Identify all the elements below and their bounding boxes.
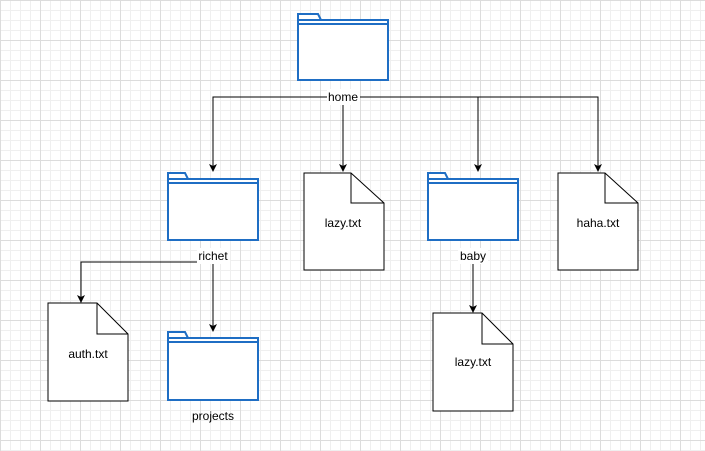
folder-icon: [427, 172, 519, 241]
edge-home-richet: [209, 96, 343, 172]
file-icon: [557, 172, 639, 271]
file-label-haha: haha.txt: [577, 216, 620, 230]
file-lazy-home[interactable]: lazy.txt: [303, 172, 385, 271]
folder-label-baby: baby: [460, 249, 486, 263]
file-auth[interactable]: auth.txt: [47, 302, 129, 402]
folder-label-projects: projects: [192, 409, 234, 423]
file-label-auth: auth.txt: [68, 347, 108, 361]
file-icon: [303, 172, 385, 271]
folder-projects[interactable]: projects: [167, 331, 259, 423]
edges-layer: [77, 96, 602, 332]
file-label-lazy-home: lazy.txt: [325, 216, 362, 230]
folder-label-richet: richet: [198, 249, 228, 263]
file-label-lazy-baby: lazy.txt: [455, 355, 492, 369]
edge-home-baby: [343, 96, 482, 172]
edge-richet-auth: [77, 261, 213, 303]
folder-richet[interactable]: richet: [167, 172, 259, 264]
folder-icon: [297, 13, 389, 81]
file-icon: [432, 312, 514, 412]
file-lazy-baby[interactable]: lazy.txt: [432, 312, 514, 412]
folder-icon: [167, 331, 259, 401]
file-haha[interactable]: haha.txt: [557, 172, 639, 271]
folder-label-home: home: [328, 90, 358, 104]
folder-baby[interactable]: baby: [427, 172, 519, 264]
folder-home[interactable]: home: [297, 13, 389, 105]
edge-home-haha: [343, 96, 602, 172]
file-icon: [47, 302, 129, 402]
folder-icon: [167, 172, 259, 241]
